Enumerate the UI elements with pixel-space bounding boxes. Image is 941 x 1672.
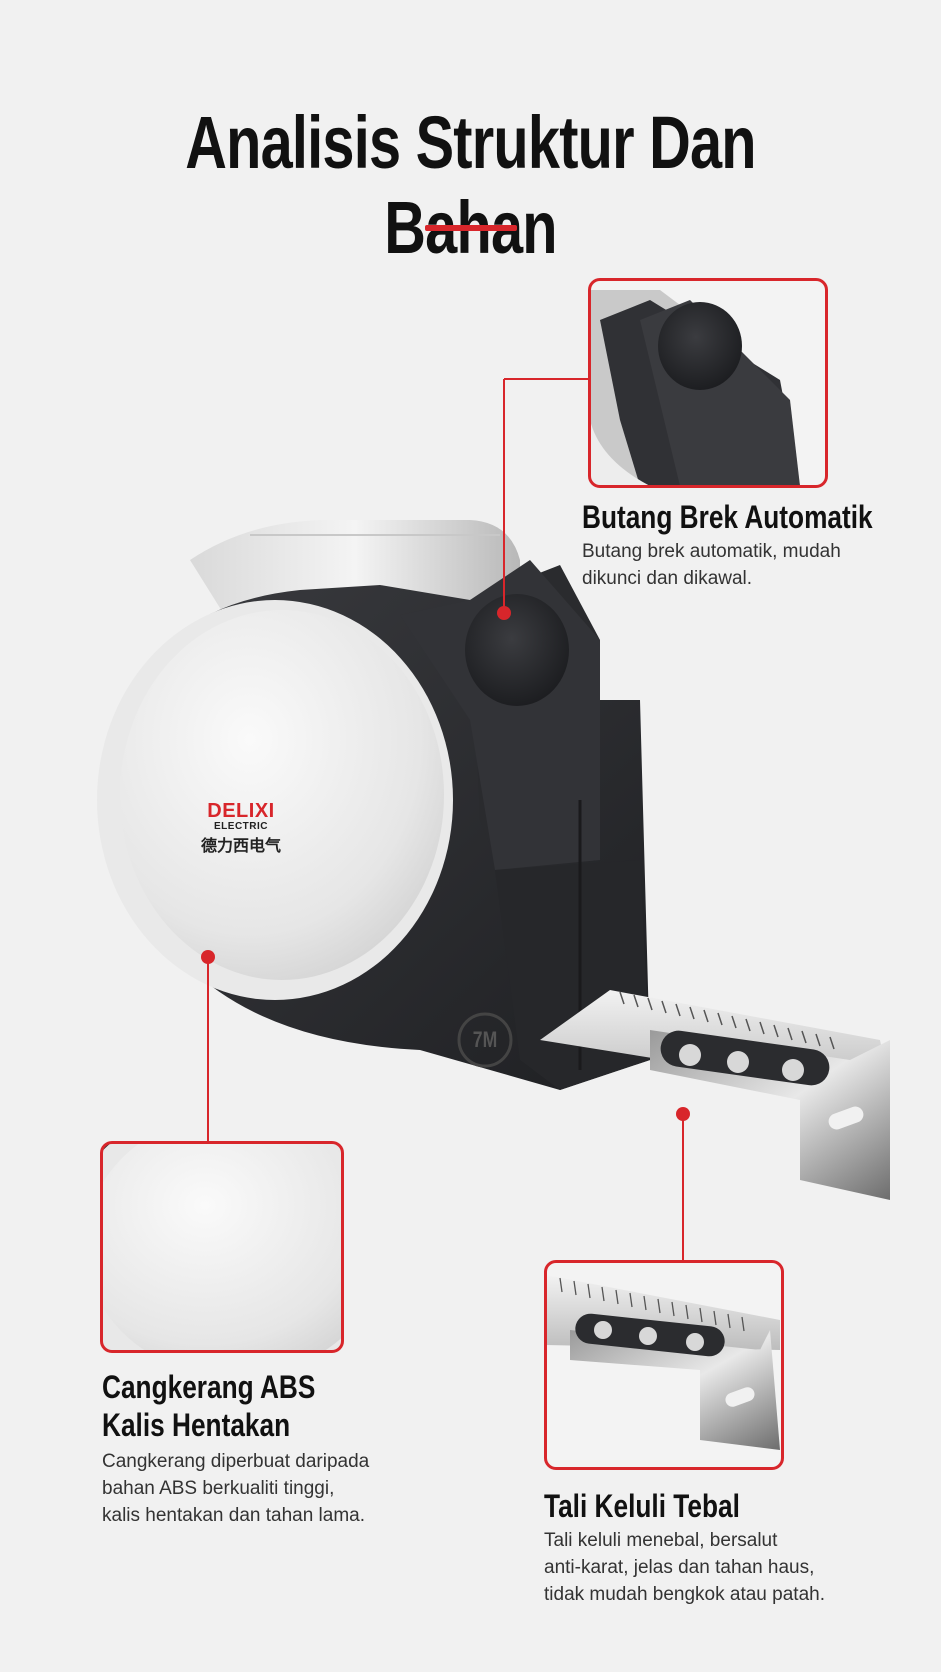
feature-brake-title: Butang Brek Automatik xyxy=(582,499,873,535)
brand-sub: ELECTRIC xyxy=(214,821,268,832)
title-line: Kalis Hentakan xyxy=(102,1407,291,1443)
title-line: Cangkerang ABS xyxy=(102,1369,316,1405)
desc-line: dikunci dan dikawal. xyxy=(582,568,753,589)
brand-name: DELIXI xyxy=(207,800,275,822)
desc-line: anti-karat, jelas dan tahan haus, xyxy=(544,1557,815,1578)
zoom-box-steel-tape xyxy=(544,1260,784,1470)
desc-line: Cangkerang diperbuat daripada xyxy=(102,1451,370,1472)
feature-brake-desc: Butang brek automatik, mudah dikunci dan… xyxy=(582,538,841,592)
desc-line: tidak mudah bengkok atau patah. xyxy=(544,1584,825,1605)
brand-logo: DELIXI ELECTRIC 德力西电气 xyxy=(196,800,286,856)
desc-line: bahan ABS berkualiti tinggi, xyxy=(102,1478,335,1499)
desc-line: Tali keluli menebal, bersalut xyxy=(544,1530,778,1551)
feature-tape-title: Tali Keluli Tebal xyxy=(544,1488,740,1524)
zoom-box-brake-button xyxy=(588,278,828,488)
feature-tape-desc: Tali keluli menebal, bersalut anti-karat… xyxy=(544,1527,825,1608)
brand-cjk: 德力西电气 xyxy=(200,838,281,855)
feature-shell-title: Cangkerang ABS Kalis Hentakan xyxy=(102,1368,315,1444)
title-underline xyxy=(425,225,517,231)
zoom-box-abs-shell xyxy=(100,1141,344,1353)
desc-line: Butang brek automatik, mudah xyxy=(582,541,841,562)
size-marking: 7M xyxy=(472,1027,498,1052)
desc-line: kalis hentakan dan tahan lama. xyxy=(102,1505,366,1526)
feature-shell-desc: Cangkerang diperbuat daripada bahan ABS … xyxy=(102,1448,369,1529)
